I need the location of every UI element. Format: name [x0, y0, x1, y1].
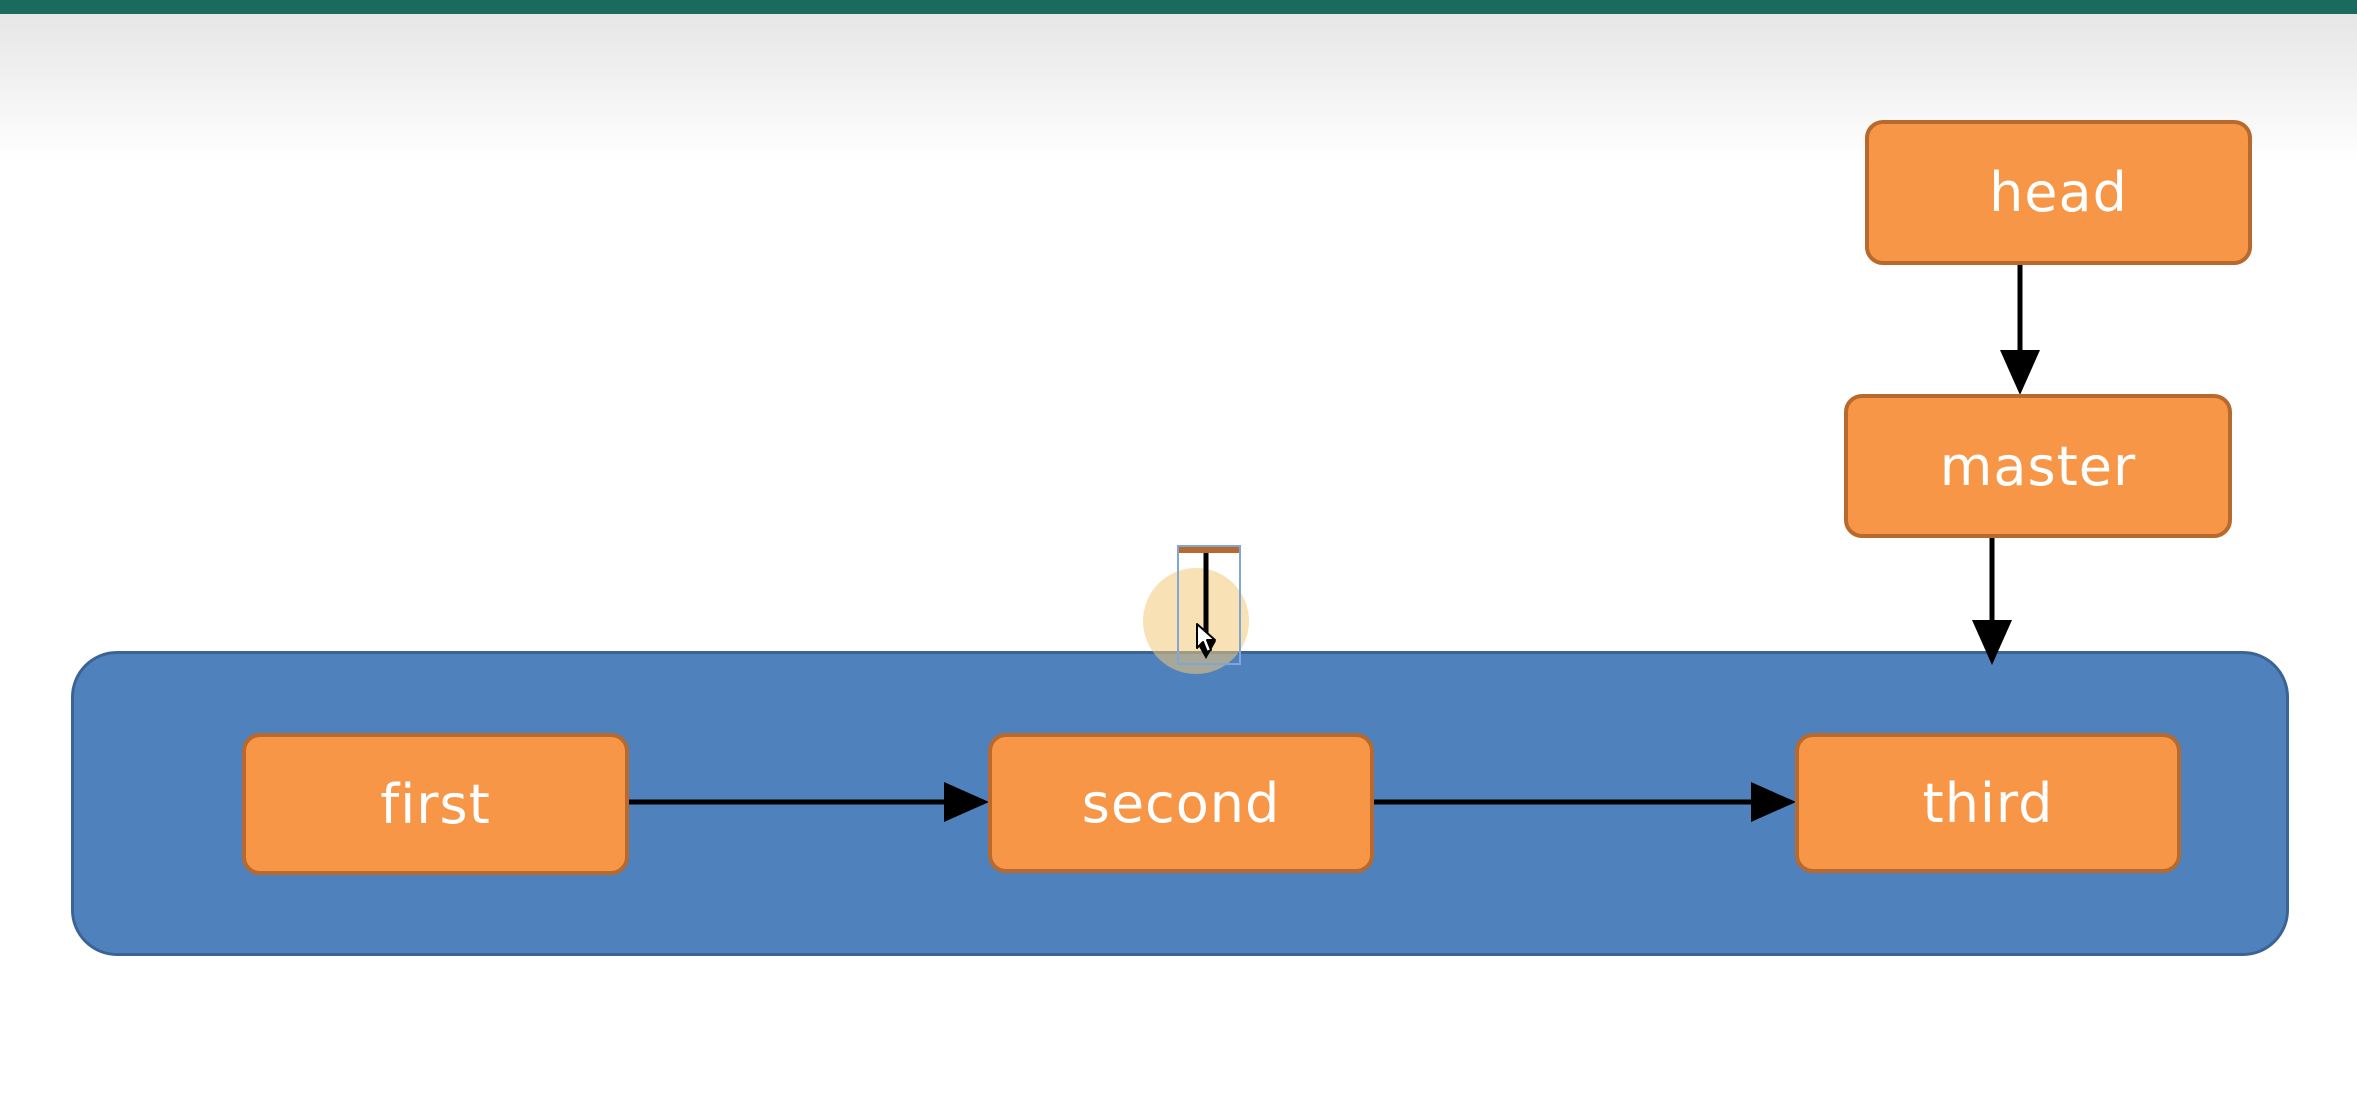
node-third[interactable]: third [1795, 733, 2181, 873]
node-second[interactable]: second [988, 733, 1374, 873]
drag-handle-cap [1179, 547, 1239, 553]
node-first-label: first [380, 772, 491, 836]
node-first[interactable]: first [242, 733, 629, 875]
node-master-label: master [1939, 434, 2137, 498]
node-master[interactable]: master [1844, 394, 2232, 538]
cursor-highlight [1143, 568, 1249, 674]
header-rule [0, 0, 2357, 14]
node-head[interactable]: head [1865, 120, 2252, 265]
node-second-label: second [1081, 771, 1281, 835]
mouse-pointer-icon [1196, 623, 1216, 653]
node-third-label: third [1922, 771, 2054, 835]
node-head-label: head [1989, 161, 2128, 224]
